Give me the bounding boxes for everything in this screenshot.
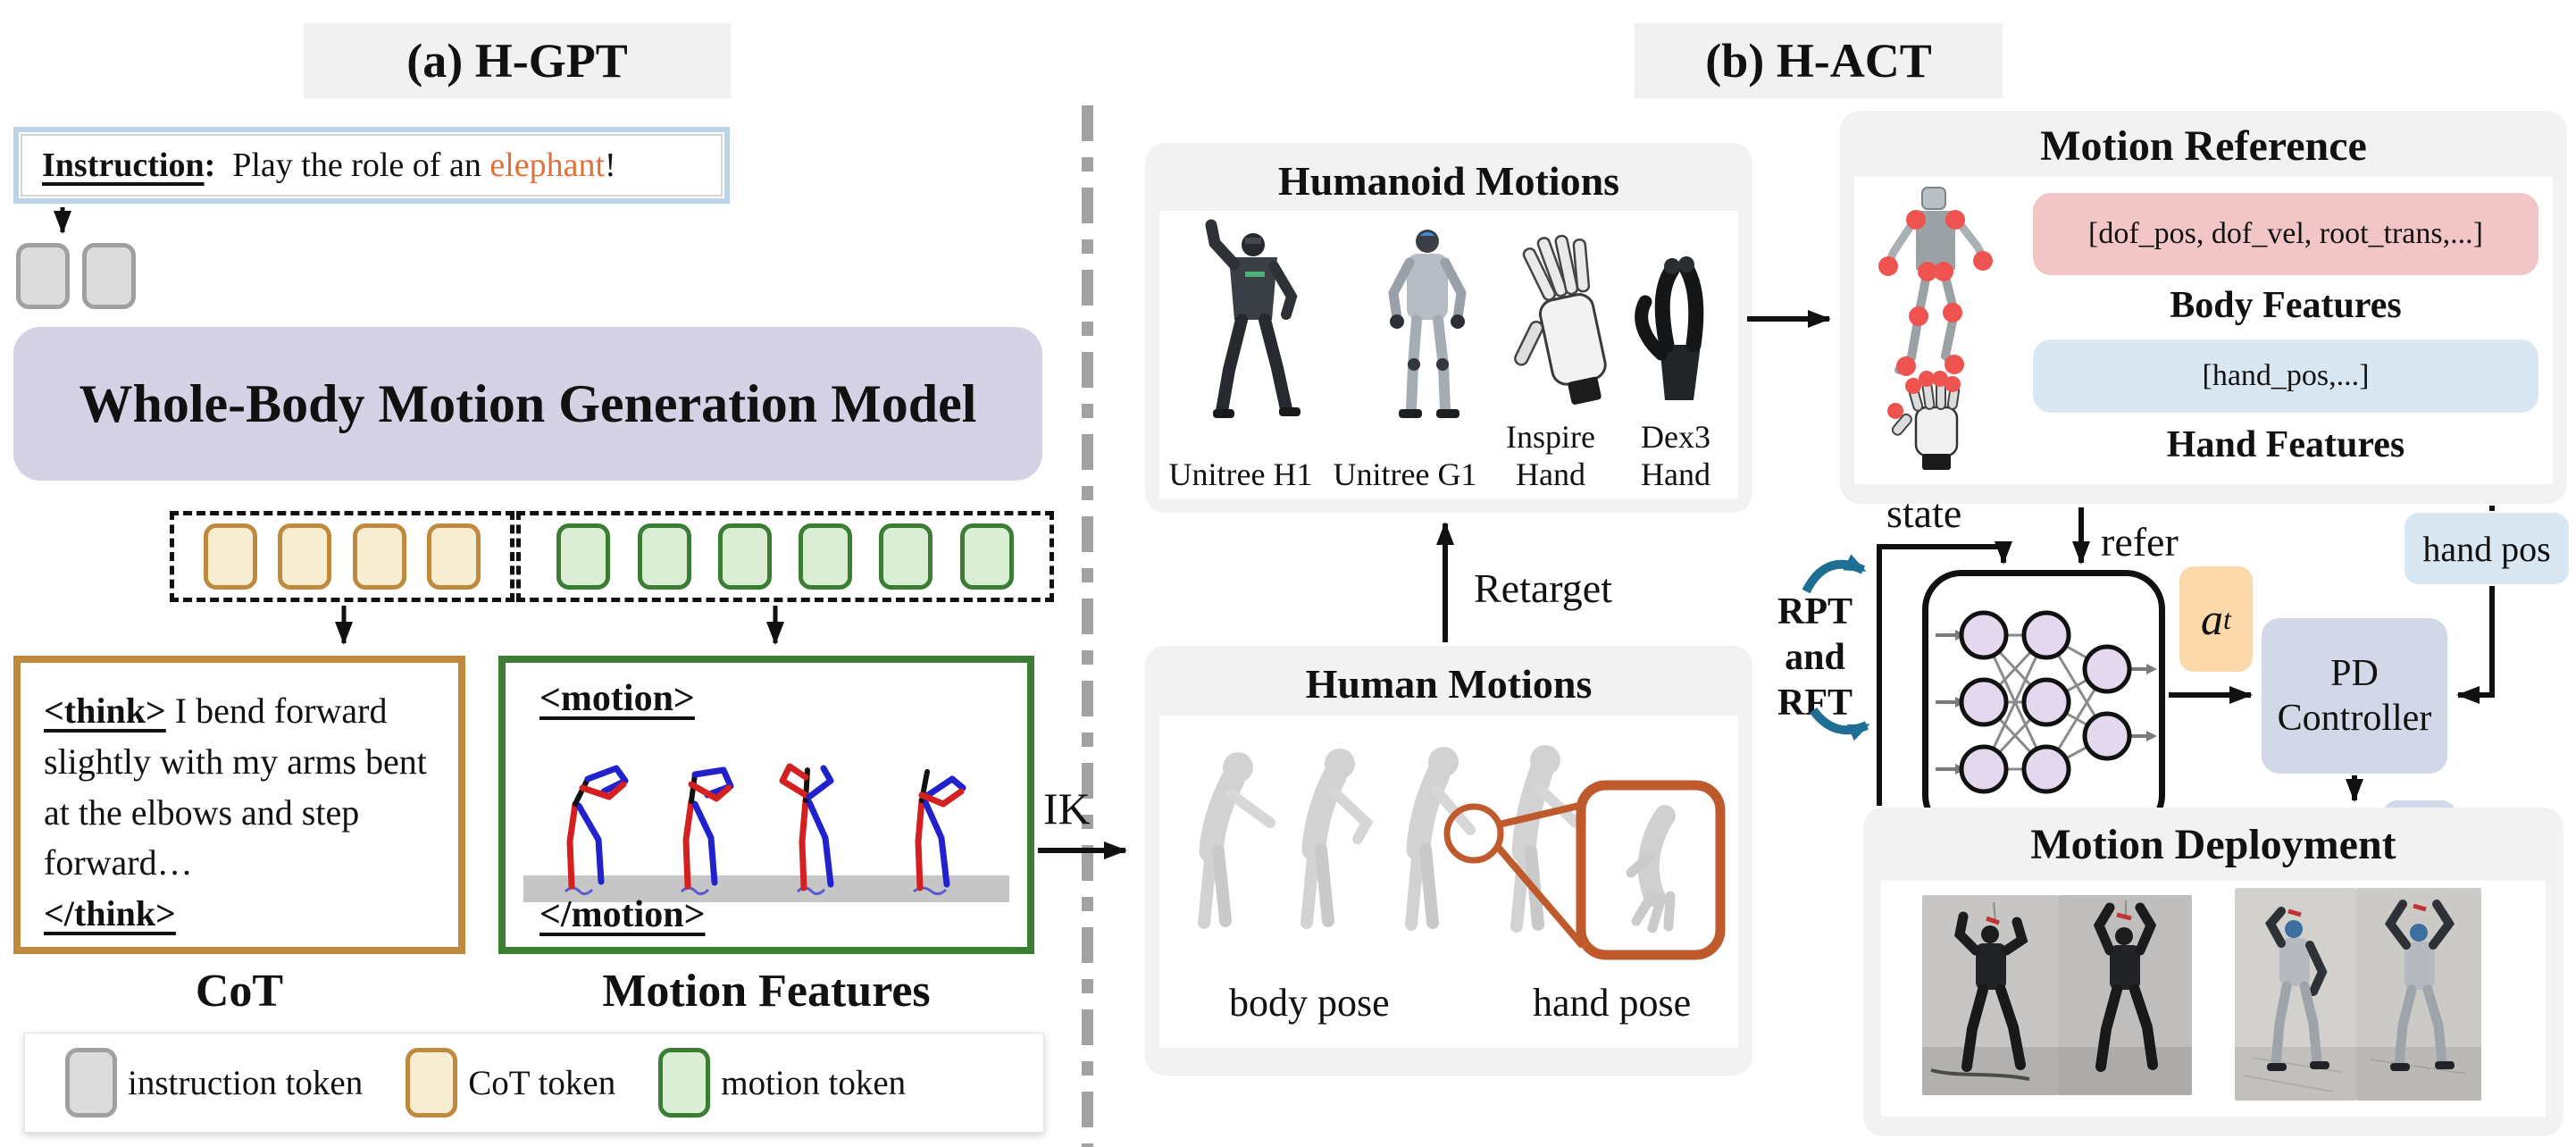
token-chip (556, 523, 611, 590)
motion-open-tag: <motion> (539, 678, 695, 719)
motion-features-caption: Motion Features (602, 966, 931, 1017)
cot-box: <think> I bend forward slightly with my … (13, 656, 465, 954)
instruction-text: Instruction: Play the role of an elephan… (21, 134, 723, 197)
human-mesh-2 (1301, 749, 1374, 929)
instruction-token-row (16, 243, 136, 309)
token-chip (637, 523, 691, 590)
inspire-hand-label: Inspire Hand (1506, 419, 1595, 492)
token-chip (717, 523, 772, 590)
teal-arrow-top (1802, 554, 1867, 594)
motion-generation-model-box: Whole-Body Motion Generation Model (13, 327, 1042, 481)
instruction-suffix: ! (605, 147, 616, 184)
instruction-label: Instruction (42, 147, 205, 184)
motion-token-group (516, 511, 1054, 602)
skeleton-motion-frames-image (523, 763, 1009, 902)
hand-features-vector: [hand_pos,...] (2033, 339, 2538, 413)
motion-reference-title: Motion Reference (2040, 122, 2367, 170)
rl-policy-network-box (1922, 570, 2165, 834)
humanoid-robot-labels: Unitree H1 Unitree G1 Inspire Hand Dex3 … (1159, 419, 1738, 493)
panel-b-title: (b) H-ACT (1635, 23, 2003, 98)
cot-token-label: CoT token (468, 1063, 616, 1102)
human-motions-title: Human Motions (1305, 661, 1593, 707)
token-chip (352, 523, 406, 590)
instruction-highlight: elephant (489, 147, 606, 184)
token-chip (959, 523, 1014, 590)
motion-reference-card: Motion Reference (1840, 111, 2567, 504)
token-chip (799, 523, 853, 590)
motion-generation-model-label: Whole-Body Motion Generation Model (79, 373, 977, 433)
unitree-h1-image (1205, 219, 1301, 418)
instruction-body: Play the role of an (232, 147, 490, 184)
hand-zoom-annotation (1443, 780, 1726, 960)
humanoid-robots-image (1205, 219, 1704, 418)
motion-close-tag: </motion> (539, 894, 706, 935)
hand-pos-box: hand pos (2405, 513, 2569, 584)
cot-token-group (170, 511, 514, 602)
token-chip (16, 243, 70, 309)
human-mesh-3 (1405, 747, 1476, 931)
motion-reference-content: [dof_pos, dof_vel, root_trans,...] Body … (1854, 177, 2553, 484)
motion-token-swatch (658, 1048, 711, 1118)
humanoid-motions-card: Humanoid Motions (1145, 143, 1752, 513)
panel-divider (1082, 105, 1093, 1147)
deployment-photo-h1-b (2058, 895, 2192, 1095)
human-motions-card: Human Motions (1145, 646, 1752, 1076)
unitree-h1-label: Unitree H1 (1168, 456, 1313, 492)
rpt-rft-label: RPT and RFT (1777, 591, 1853, 724)
pd-controller-box: PD Controller (2262, 618, 2447, 774)
robot-skeleton-joints-image (1878, 187, 1993, 470)
humanoid-motions-image-area: Unitree H1 Unitree G1 Inspire Hand Dex3 … (1159, 211, 1738, 498)
token-chip (278, 523, 332, 590)
think-close-tag: </think> (44, 893, 176, 934)
deployment-photo-h1-a (1922, 895, 2058, 1095)
humanoid-motions-title: Humanoid Motions (1277, 158, 1620, 204)
cot-caption: CoT (195, 966, 284, 1017)
retarget-label: Retarget (1474, 565, 1612, 611)
deployment-photo-g1-a (2235, 888, 2356, 1101)
cot-token-swatch (406, 1048, 458, 1118)
motion-deployment-card: Motion Deployment (1863, 808, 2563, 1136)
token-chip (82, 243, 136, 309)
body-pose-label: body pose (1229, 981, 1390, 1025)
body-features-vector: [dof_pos, dof_vel, root_trans,...] (2033, 193, 2538, 275)
inspire-hand-image (1514, 234, 1607, 405)
think-open-tag: <think> (44, 691, 166, 731)
token-chip (426, 523, 481, 590)
arrow-handpos-to-pd (2456, 586, 2495, 704)
dex3-hand-label: Dex3 Hand (1641, 419, 1710, 492)
human-mesh-sequence-image (1198, 745, 1726, 960)
panel-a-title: (a) H-GPT (304, 23, 731, 98)
deployment-photo-g1-b (2356, 888, 2481, 1101)
instruction-token-swatch (65, 1048, 117, 1118)
hand-pose-image (1626, 805, 1676, 934)
dex3-hand-image (1635, 256, 1704, 400)
instruction-token-label: instruction token (128, 1063, 364, 1102)
token-chip (879, 523, 933, 590)
ik-label: IK (1043, 783, 1091, 833)
token-legend: instruction token CoT token motion token (24, 1033, 1044, 1133)
refer-label: refer (2101, 519, 2179, 565)
hand-pose-label: hand pose (1533, 981, 1692, 1025)
cot-text: I bend forward slightly with my arms ben… (44, 691, 427, 883)
state-label: state (1886, 490, 1962, 536)
deployment-photos-area (1881, 881, 2546, 1117)
unitree-g1-label: Unitree G1 (1333, 456, 1477, 492)
motion-deployment-title: Motion Deployment (2030, 821, 2396, 868)
human-mesh-1 (1198, 752, 1275, 929)
human-motions-image-area: body pose hand pose (1159, 716, 1738, 1048)
neural-network-icon (1936, 610, 2157, 794)
instruction-colon: : (204, 147, 216, 184)
instruction-box: Instruction: Play the role of an elephan… (13, 127, 730, 204)
robot-hand-joints-image (1887, 371, 1961, 470)
unitree-g1-image (1388, 230, 1467, 418)
body-features-caption: Body Features (2170, 285, 2402, 326)
hand-features-caption: Hand Features (2166, 424, 2405, 465)
token-chip (204, 523, 258, 590)
motion-token-label: motion token (721, 1063, 907, 1102)
motion-features-box: <motion> (498, 656, 1034, 954)
